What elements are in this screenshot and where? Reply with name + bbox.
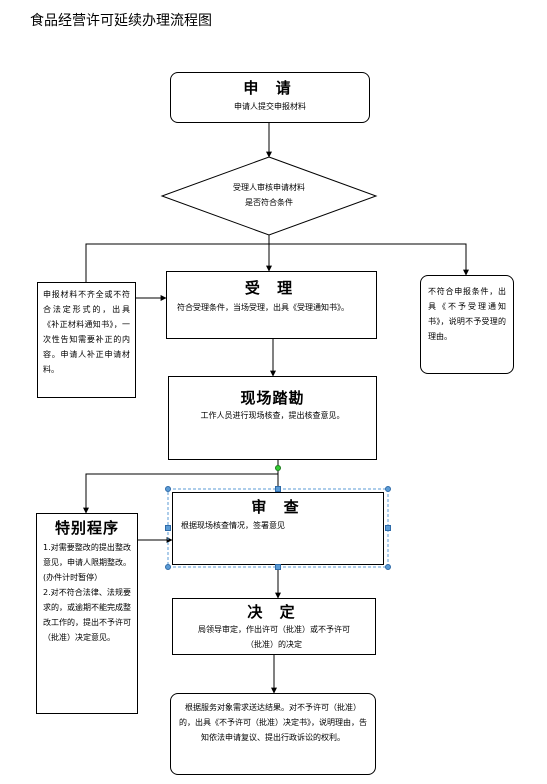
accept-title: 受 理: [244, 279, 299, 297]
decision-box: 决 定 局领导审定，作出许可（批准）或不予许可（批准）的决定: [172, 598, 376, 655]
resize-handle-se[interactable]: [385, 564, 391, 570]
resize-handle-nw[interactable]: [165, 486, 171, 492]
delivery-box: 根据服务对象需求送达结果。对不予许可（批准）的，出具《不予许可（批准）决定书》，…: [170, 693, 376, 775]
resize-handle-ne[interactable]: [385, 486, 391, 492]
connector-review-to-incomplete: [85, 243, 269, 282]
resize-handle-e[interactable]: [385, 525, 391, 531]
rotate-handle[interactable]: [275, 465, 281, 471]
resize-handle-w[interactable]: [165, 525, 171, 531]
special-item-1: 1.对需要整改的提出整改意见，申请人限期整改。(办件计时暂停）: [43, 543, 131, 582]
inspection-text: 工作人员进行现场核查，提出核查意见。: [200, 411, 345, 420]
examine-text: 根据现场核查情况，签署意见: [181, 521, 285, 530]
arrow-inspection-to-special: [83, 473, 278, 514]
reject-box: 不符合申报条件，出具《不予受理通知书》，说明不予受理的理由。: [420, 275, 514, 374]
decision-text: 局领导审定，作出许可（批准）或不予许可（批准）的决定: [198, 625, 350, 649]
reject-text: 不符合申报条件，出具《不予受理通知书》，说明不予受理的理由。: [428, 287, 506, 341]
arrow-review-to-reject: [269, 243, 469, 276]
accept-box: 受 理 符合受理条件，当场受理，出具《受理通知书》。: [166, 271, 377, 339]
page-title: 食品经营许可延续办理流程图: [30, 13, 212, 29]
incomplete-box: 申报材料不齐全或不符合法定形式的，出具《补正材料通知书》，一次性告知需要补正的内…: [37, 282, 136, 398]
apply-title: 申 请: [243, 79, 297, 97]
resize-handle-sw[interactable]: [165, 564, 171, 570]
apply-text: 申请人提交申报材料: [234, 102, 306, 111]
review-line2: 是否符合条件: [245, 198, 293, 207]
resize-handle-n[interactable]: [275, 486, 281, 492]
special-title: 特别程序: [54, 519, 119, 537]
resize-handle-s[interactable]: [275, 564, 281, 570]
accept-text: 符合受理条件，当场受理，出具《受理通知书》。: [177, 303, 349, 312]
special-item-2: 2.对不符合法律、法规要求的，或逾期不能完成整改工作的，提出不予许可（批准）决定…: [43, 588, 131, 642]
examine-title: 审 查: [251, 498, 305, 516]
review-decision-text: 受理人审核申请材料 是否符合条件: [200, 180, 338, 210]
special-box: 特别程序 1.对需要整改的提出整改意见，申请人限期整改。(办件计时暂停） 2.对…: [36, 513, 138, 714]
incomplete-text: 申报材料不齐全或不符合法定形式的，出具《补正材料通知书》，一次性告知需要补正的内…: [43, 290, 130, 374]
delivery-text: 根据服务对象需求送达结果。对不予许可（批准）的，出具《不予许可（批准）决定书》，…: [179, 703, 367, 742]
apply-box: 申 请 申请人提交申报材料: [170, 72, 370, 123]
inspection-box: 现场踏勘 工作人员进行现场核查，提出核查意见。: [168, 376, 377, 460]
examine-box[interactable]: 审 查 根据现场核查情况，签署意见: [172, 492, 384, 565]
decision-title: 决 定: [247, 603, 301, 621]
review-line1: 受理人审核申请材料: [233, 183, 305, 192]
inspection-title: 现场踏勘: [240, 389, 305, 407]
